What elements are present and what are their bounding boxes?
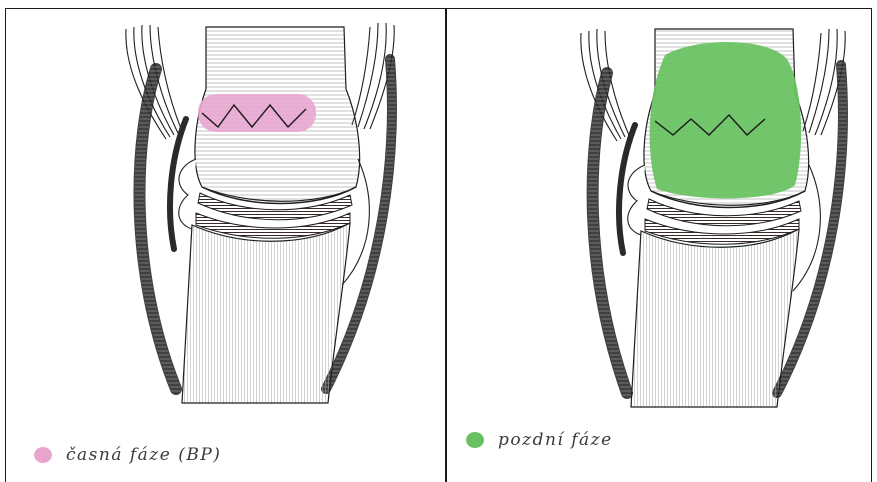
- legend-label-early: časná fáze (BP): [66, 445, 221, 465]
- legend-label-late: pozdní fáze: [498, 430, 613, 450]
- legend-swatch-green: [466, 432, 484, 448]
- late-phase-lesion: [650, 42, 801, 198]
- joint-illustration-early: [6, 9, 445, 482]
- early-phase-lesion: [198, 94, 316, 132]
- joint-illustration-late: [447, 9, 871, 482]
- synovial-fold: [628, 165, 645, 235]
- panel-late-phase: [447, 9, 871, 482]
- lower-bone: [631, 229, 799, 407]
- synovial-fold: [179, 159, 196, 229]
- lower-bone: [182, 223, 350, 403]
- right-border: [871, 8, 872, 482]
- legend-swatch-pink: [34, 447, 52, 463]
- legend-late: pozdní fáze: [466, 430, 613, 450]
- legend-early: časná fáze (BP): [34, 445, 221, 465]
- panel-early-phase: [6, 9, 445, 482]
